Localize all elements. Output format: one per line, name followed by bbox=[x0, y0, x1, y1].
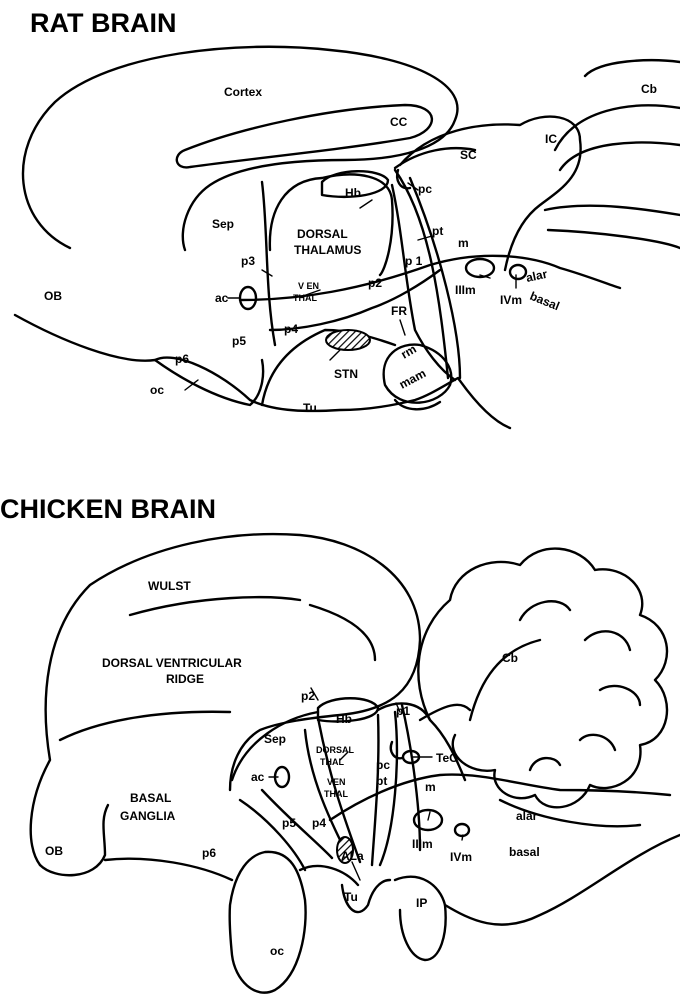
rat-label-cortex: Cortex bbox=[224, 85, 262, 99]
chicken-label-ip: IP bbox=[416, 896, 427, 910]
chicken-ivm-nucleus bbox=[455, 824, 469, 836]
rat-label-p5: p5 bbox=[232, 334, 246, 348]
rat-label-basal: basal bbox=[528, 289, 562, 313]
chicken-label-dorsal-thal-1: DORSAL bbox=[316, 745, 355, 755]
chicken-label-ac: ac bbox=[251, 770, 265, 784]
chicken-label-p4: p4 bbox=[312, 816, 326, 830]
chicken-wulst-boundary bbox=[130, 597, 375, 660]
chicken-label-pt: pt bbox=[376, 774, 387, 788]
rat-label-ic: IC bbox=[545, 132, 557, 146]
chicken-label-ven-thal-2: THAL bbox=[324, 789, 348, 799]
chicken-label-wulst: WULST bbox=[148, 579, 191, 593]
chicken-optic-chiasm bbox=[230, 852, 306, 993]
chicken-label-p5: p5 bbox=[282, 816, 296, 830]
chicken-label-dvr-1: DORSAL VENTRICULAR bbox=[102, 656, 242, 670]
rat-label-dorsal-thalamus-1: DORSAL bbox=[297, 227, 348, 241]
chicken-label-dorsal-thal-2: THAL bbox=[320, 757, 344, 767]
chicken-label-pc: pc bbox=[376, 758, 390, 772]
chicken-label-p2: p2 bbox=[301, 689, 315, 703]
rat-brain-title: RAT BRAIN bbox=[30, 8, 176, 38]
chicken-label-ven-thal-1: VEN bbox=[327, 777, 346, 787]
rat-mammillary-base bbox=[395, 400, 440, 409]
chicken-dvr-boundary bbox=[60, 712, 230, 740]
chicken-basal-ganglia-boundary bbox=[105, 859, 232, 880]
rat-cerebellum bbox=[545, 60, 680, 248]
chicken-label-oc: oc bbox=[270, 944, 284, 958]
rat-stn-nucleus bbox=[326, 330, 370, 350]
rat-label-dorsal-thalamus-2: THALAMUS bbox=[294, 243, 361, 257]
rat-label-oc: oc bbox=[150, 383, 164, 397]
rat-label-ob: OB bbox=[44, 289, 62, 303]
rat-label-cc: CC bbox=[390, 115, 408, 129]
rat-brain-diagram: RAT BRAIN bbox=[15, 8, 680, 428]
chicken-label-ala: ALa bbox=[341, 849, 364, 863]
chicken-ip-outline bbox=[395, 877, 446, 960]
chicken-label-dvr-2: RIDGE bbox=[166, 672, 204, 686]
chicken-prosomere-boundaries bbox=[305, 705, 420, 865]
chicken-label-m: m bbox=[425, 780, 436, 794]
rat-label-sep: Sep bbox=[212, 217, 234, 231]
chicken-cerebellum bbox=[418, 549, 667, 808]
rat-label-mam: mam bbox=[397, 366, 428, 392]
chicken-outlines bbox=[31, 534, 680, 993]
chicken-label-hb: Hb bbox=[336, 712, 352, 726]
rat-label-ven-thal-1: V EN bbox=[298, 281, 319, 291]
rat-label-p3: p3 bbox=[241, 254, 255, 268]
chicken-label-alar: alar bbox=[516, 809, 538, 823]
chicken-label-ob: OB bbox=[45, 844, 63, 858]
rat-label-tu: Tu bbox=[303, 401, 317, 415]
chicken-tuberal-outline bbox=[300, 866, 390, 912]
rat-label-sc: SC bbox=[460, 148, 477, 162]
chicken-label-cb: Cb bbox=[502, 651, 518, 665]
chicken-brain-title: CHICKEN BRAIN bbox=[0, 494, 216, 524]
rat-label-p2: p2 bbox=[368, 276, 382, 290]
chicken-ob-outline bbox=[40, 805, 108, 875]
rat-label-p1: p 1 bbox=[405, 254, 423, 268]
rat-label-pc: pc bbox=[418, 182, 432, 196]
rat-label-m: m bbox=[458, 236, 469, 250]
rat-label-ven-thal-2: THAL bbox=[293, 293, 317, 303]
chicken-label-iiim: IIIm bbox=[412, 837, 433, 851]
rat-label-p6: p6 bbox=[175, 352, 189, 366]
chicken-hindbrain-outline bbox=[445, 835, 680, 925]
rat-label-ivm: IVm bbox=[500, 293, 522, 307]
chicken-label-ivm: IVm bbox=[450, 850, 472, 864]
rat-labels: Cortex Cb CC SC IC Hb pc Sep DORSAL THAL… bbox=[44, 82, 657, 415]
chicken-labels: WULST Cb DORSAL VENTRICULAR RIDGE p2 Hb … bbox=[45, 579, 540, 958]
rat-label-stn: STN bbox=[334, 367, 358, 381]
rat-label-cb: Cb bbox=[641, 82, 657, 96]
rat-label-ac: ac bbox=[215, 291, 229, 305]
rat-thalamus-outline bbox=[270, 174, 393, 275]
chicken-label-teo: TeO bbox=[436, 751, 458, 765]
rat-label-fr: FR bbox=[391, 304, 407, 318]
rat-label-alar: alar bbox=[525, 267, 549, 285]
chicken-label-tu: Tu bbox=[344, 890, 358, 904]
chicken-label-sep: Sep bbox=[264, 732, 286, 746]
chicken-label-p6: p6 bbox=[202, 846, 216, 860]
chicken-label-basal-ganglia-2: GANGLIA bbox=[120, 809, 176, 823]
rat-anterior-commissure bbox=[240, 287, 256, 309]
rat-ivm-nucleus bbox=[510, 265, 526, 279]
chicken-label-p1: p1 bbox=[396, 704, 410, 718]
rat-label-iiim: IIIm bbox=[455, 283, 476, 297]
rat-label-p4: p4 bbox=[284, 322, 298, 336]
chicken-label-basal-ganglia-1: BASAL bbox=[130, 791, 171, 805]
rat-label-pt: pt bbox=[432, 224, 443, 238]
chicken-label-basal: basal bbox=[509, 845, 540, 859]
rat-label-hb: Hb bbox=[345, 186, 361, 200]
chicken-brain-diagram: CHICKEN BRAIN bbox=[0, 494, 680, 993]
